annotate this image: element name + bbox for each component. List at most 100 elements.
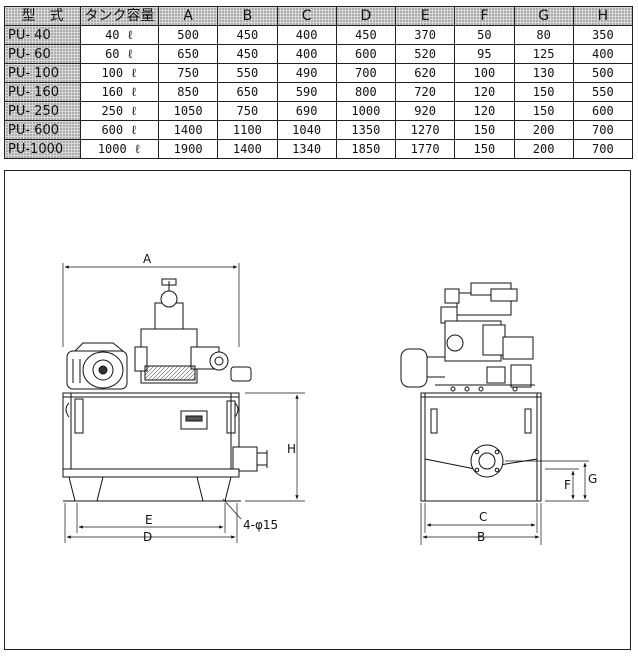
value-cell: 200	[513, 139, 574, 159]
model-cell: PU- 100	[4, 63, 81, 83]
side-view	[400, 282, 542, 502]
value-cell: 400	[572, 44, 634, 64]
header-e: E	[394, 6, 456, 26]
model-cell: PU- 60	[4, 44, 81, 64]
capacity-cell: 40 ℓ	[80, 25, 159, 45]
value-cell: 150	[454, 120, 515, 140]
dimension-label-a: A	[143, 252, 152, 266]
capacity-cell: 60 ℓ	[80, 44, 159, 64]
header-b: B	[217, 6, 278, 26]
header-g: G	[513, 6, 574, 26]
value-cell: 95	[454, 44, 515, 64]
model-cell: PU-1000	[4, 139, 81, 159]
technical-drawing: A H E D 4-φ15	[62, 252, 597, 545]
capacity-cell: 100 ℓ	[80, 63, 159, 83]
model-cell: PU- 250	[4, 101, 81, 121]
model-cell: PU- 40	[4, 25, 81, 45]
dimension-label-g: G	[588, 472, 597, 486]
value-cell: 370	[394, 25, 456, 45]
model-cell: PU- 600	[4, 120, 81, 140]
value-cell: 1000	[335, 101, 397, 121]
value-cell: 1040	[276, 120, 337, 140]
header-a: A	[157, 6, 219, 26]
side-valve-stack	[400, 282, 535, 392]
value-cell: 130	[513, 63, 574, 83]
dimension-label-e: E	[145, 513, 153, 527]
value-cell: 500	[157, 25, 219, 45]
dimension-label-c: C	[479, 510, 487, 524]
value-cell: 100	[454, 63, 515, 83]
hole-spec-label: 4-φ15	[243, 518, 278, 532]
spec-table-header-row: 型 式 タンク容量 A B C D E F G H	[4, 6, 634, 26]
value-cell: 700	[572, 139, 634, 159]
value-cell: 450	[335, 25, 397, 45]
motor	[66, 342, 128, 390]
drawing-frame: A H E D 4-φ15	[4, 170, 631, 650]
table-row: PU- 160 160 ℓ 850 650 590 800 720 120 15…	[4, 82, 634, 102]
value-cell: 400	[276, 25, 337, 45]
table-row: PU- 40 40 ℓ 500 450 400 450 370 50 80 35…	[4, 25, 634, 45]
value-cell: 1340	[276, 139, 337, 159]
value-cell: 1770	[394, 139, 456, 159]
front-dimensions	[62, 263, 305, 543]
capacity-cell: 1000 ℓ	[80, 139, 159, 159]
value-cell: 120	[454, 101, 515, 121]
capacity-cell: 600 ℓ	[80, 120, 159, 140]
value-cell: 1050	[157, 101, 219, 121]
value-cell: 150	[513, 82, 574, 102]
value-cell: 400	[276, 44, 337, 64]
value-cell: 490	[276, 63, 337, 83]
value-cell: 920	[394, 101, 456, 121]
side-dimensions	[420, 460, 589, 545]
table-row: PU- 250 250 ℓ 1050 750 690 1000 920 120 …	[4, 101, 634, 121]
value-cell: 150	[454, 139, 515, 159]
value-cell: 50	[454, 25, 515, 45]
tank-body	[62, 392, 240, 470]
value-cell: 720	[394, 82, 456, 102]
spec-table: 型 式 タンク容量 A B C D E F G H PU- 40 40 ℓ 50…	[4, 6, 634, 159]
value-cell: 1270	[394, 120, 456, 140]
front-view	[62, 278, 268, 502]
value-cell: 650	[217, 82, 278, 102]
table-row: PU-1000 1000 ℓ 1900 1400 1340 1850 1770 …	[4, 139, 634, 159]
dimension-label-h: H	[287, 442, 296, 456]
value-cell: 800	[335, 82, 397, 102]
header-d: D	[335, 6, 397, 26]
dimension-label-b: B	[477, 530, 485, 544]
table-row: PU- 100 100 ℓ 750 550 490 700 620 100 13…	[4, 63, 634, 83]
value-cell: 350	[572, 25, 634, 45]
side-port	[232, 446, 268, 472]
value-cell: 700	[335, 63, 397, 83]
table-row: PU- 60 60 ℓ 650 450 400 600 520 95 125 4…	[4, 44, 634, 64]
value-cell: 200	[513, 120, 574, 140]
value-cell: 1850	[335, 139, 397, 159]
value-cell: 1400	[157, 120, 219, 140]
header-model: 型 式	[4, 6, 81, 26]
value-cell: 590	[276, 82, 337, 102]
value-cell: 850	[157, 82, 219, 102]
value-cell: 550	[572, 82, 634, 102]
value-cell: 120	[454, 82, 515, 102]
value-cell: 750	[217, 101, 278, 121]
value-cell: 150	[513, 101, 574, 121]
model-cell: PU- 160	[4, 82, 81, 102]
table-row: PU- 600 600 ℓ 1400 1100 1040 1350 1270 1…	[4, 120, 634, 140]
value-cell: 450	[217, 25, 278, 45]
value-cell: 500	[572, 63, 634, 83]
value-cell: 1400	[217, 139, 278, 159]
value-cell: 750	[157, 63, 219, 83]
value-cell: 1900	[157, 139, 219, 159]
spec-table-container: 型 式 タンク容量 A B C D E F G H PU- 40 40 ℓ 50…	[4, 6, 634, 159]
value-cell: 450	[217, 44, 278, 64]
suction-flange	[470, 444, 504, 478]
value-cell: 1350	[335, 120, 397, 140]
value-cell: 650	[157, 44, 219, 64]
dimension-label-f: F	[564, 478, 571, 492]
capacity-cell: 250 ℓ	[80, 101, 159, 121]
value-cell: 125	[513, 44, 574, 64]
tank-legs	[62, 468, 241, 502]
header-tank-capacity: タンク容量	[80, 6, 159, 26]
header-h: H	[572, 6, 634, 26]
dimension-label-d: D	[143, 530, 152, 544]
value-cell: 600	[572, 101, 634, 121]
